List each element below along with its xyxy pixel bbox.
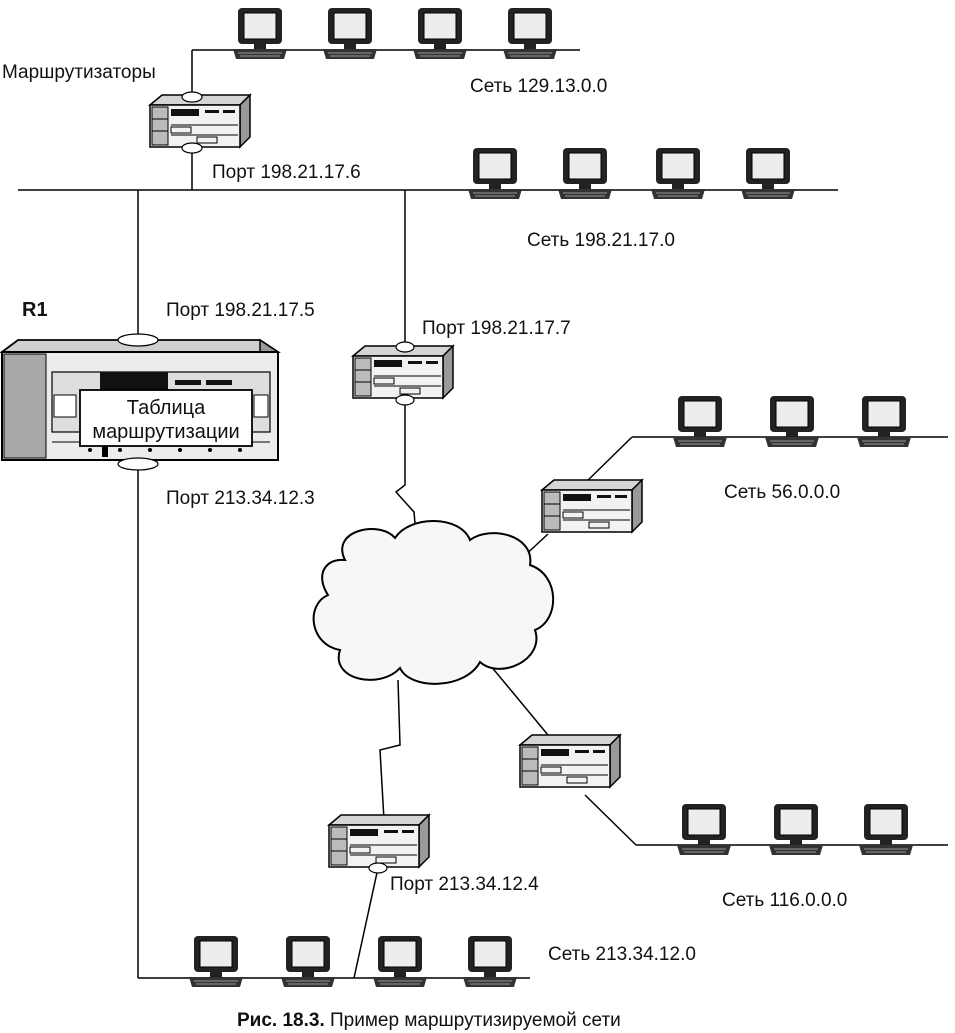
hosts-net-56	[672, 395, 912, 448]
router-r1	[0, 333, 281, 471]
network-label: Сеть 129.13.0.0	[470, 76, 607, 97]
router-icon	[519, 734, 621, 788]
caption-prefix: Рис. 18.3.	[237, 1010, 325, 1031]
workstation-icon	[858, 803, 914, 856]
port-label: Порт 198.21.17.5	[166, 300, 315, 321]
routing-table-box	[79, 389, 253, 447]
hosts-net-213	[188, 935, 518, 988]
network-label: Сеть 56.0.0.0	[724, 482, 840, 503]
router-icon	[328, 814, 430, 868]
router-icon	[352, 345, 454, 399]
port-label: Порт 198.21.17.6	[212, 162, 361, 183]
workstation-icon	[856, 395, 912, 448]
router-icon	[149, 94, 251, 148]
wan-cloud	[312, 520, 555, 685]
figure-caption: Рис. 18.3. Пример маршрутизируемой сети	[237, 1010, 621, 1031]
hosts-net-116	[676, 803, 914, 856]
workstation-icon	[768, 803, 824, 856]
workstation-icon	[467, 147, 523, 200]
workstation-icon	[188, 935, 244, 988]
routing-table-subtitle: маршрутизации	[92, 421, 239, 443]
network-label: Сеть 198.21.17.0	[527, 230, 675, 251]
workstation-icon	[557, 147, 613, 200]
workstation-icon	[740, 147, 796, 200]
workstation-icon	[676, 803, 732, 856]
workstation-icon	[764, 395, 820, 448]
workstation-icon	[462, 935, 518, 988]
port-label: Порт 198.21.17.7	[422, 318, 571, 339]
workstation-icon	[672, 395, 728, 448]
hosts-net-129	[232, 7, 558, 60]
workstation-icon	[232, 7, 288, 60]
port-label: Порт 213.34.12.3	[166, 488, 315, 509]
workstation-icon	[650, 147, 706, 200]
network-label: Сеть 213.34.12.0	[548, 944, 696, 965]
hosts-net-198	[467, 147, 796, 200]
workstation-icon	[502, 7, 558, 60]
caption-text: Пример маршрутизируемой сети	[325, 1010, 621, 1031]
network-label: Сеть 116.0.0.0	[722, 890, 847, 911]
workstation-icon	[280, 935, 336, 988]
routers-heading: Маршрутизаторы	[2, 62, 156, 83]
router-icon	[541, 479, 643, 533]
workstation-icon	[412, 7, 468, 60]
workstation-icon	[322, 7, 378, 60]
routing-table-title: Таблица	[127, 397, 206, 419]
router-r1-label: R1	[22, 299, 48, 321]
port-label: Порт 213.34.12.4	[390, 874, 539, 895]
workstation-icon	[372, 935, 428, 988]
